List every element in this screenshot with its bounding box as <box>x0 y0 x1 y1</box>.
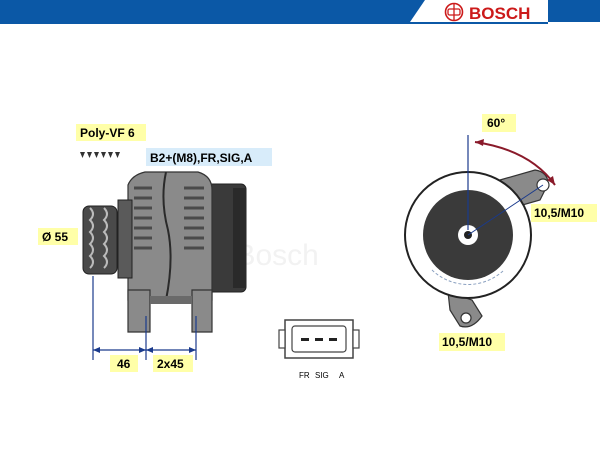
angle-annotation <box>467 135 556 236</box>
alternator-front-view <box>404 169 550 328</box>
mount-top-label-bg <box>531 204 597 222</box>
terminal-label: B2+(M8),FR,SIG,A <box>150 151 253 165</box>
angle-label-bg <box>482 114 516 132</box>
pin-label-sig: SIG <box>315 371 329 380</box>
mount-bottom-label: 10,5/M10 <box>442 335 492 349</box>
connector-plug <box>278 319 360 359</box>
pin-label-fr: FR <box>299 371 310 380</box>
dim-right-label-bg <box>153 355 193 372</box>
angle-label: 60° <box>487 116 505 130</box>
bosch-armature-icon <box>444 2 464 22</box>
terminal-label-bg <box>146 148 272 166</box>
header-bar <box>0 0 600 24</box>
brand-name: BOSCH <box>469 4 530 23</box>
dimension-lines <box>92 276 197 360</box>
alternator-side-view <box>82 171 247 333</box>
poly-v-groove-icon <box>80 152 120 158</box>
dim-right-label: 2x45 <box>157 357 184 371</box>
pin-label-a: A <box>339 371 345 380</box>
pulley-label: Poly-VF 6 <box>80 126 135 140</box>
dim-left-label: 46 <box>117 357 131 371</box>
mount-bottom-label-bg <box>439 333 505 351</box>
mount-top-label: 10,5/M10 <box>534 206 584 220</box>
pulley-label-bg <box>76 124 146 141</box>
dim-left-label-bg <box>110 355 138 372</box>
diameter-label: Ø 55 <box>42 230 68 244</box>
diameter-label-bg <box>38 228 78 245</box>
